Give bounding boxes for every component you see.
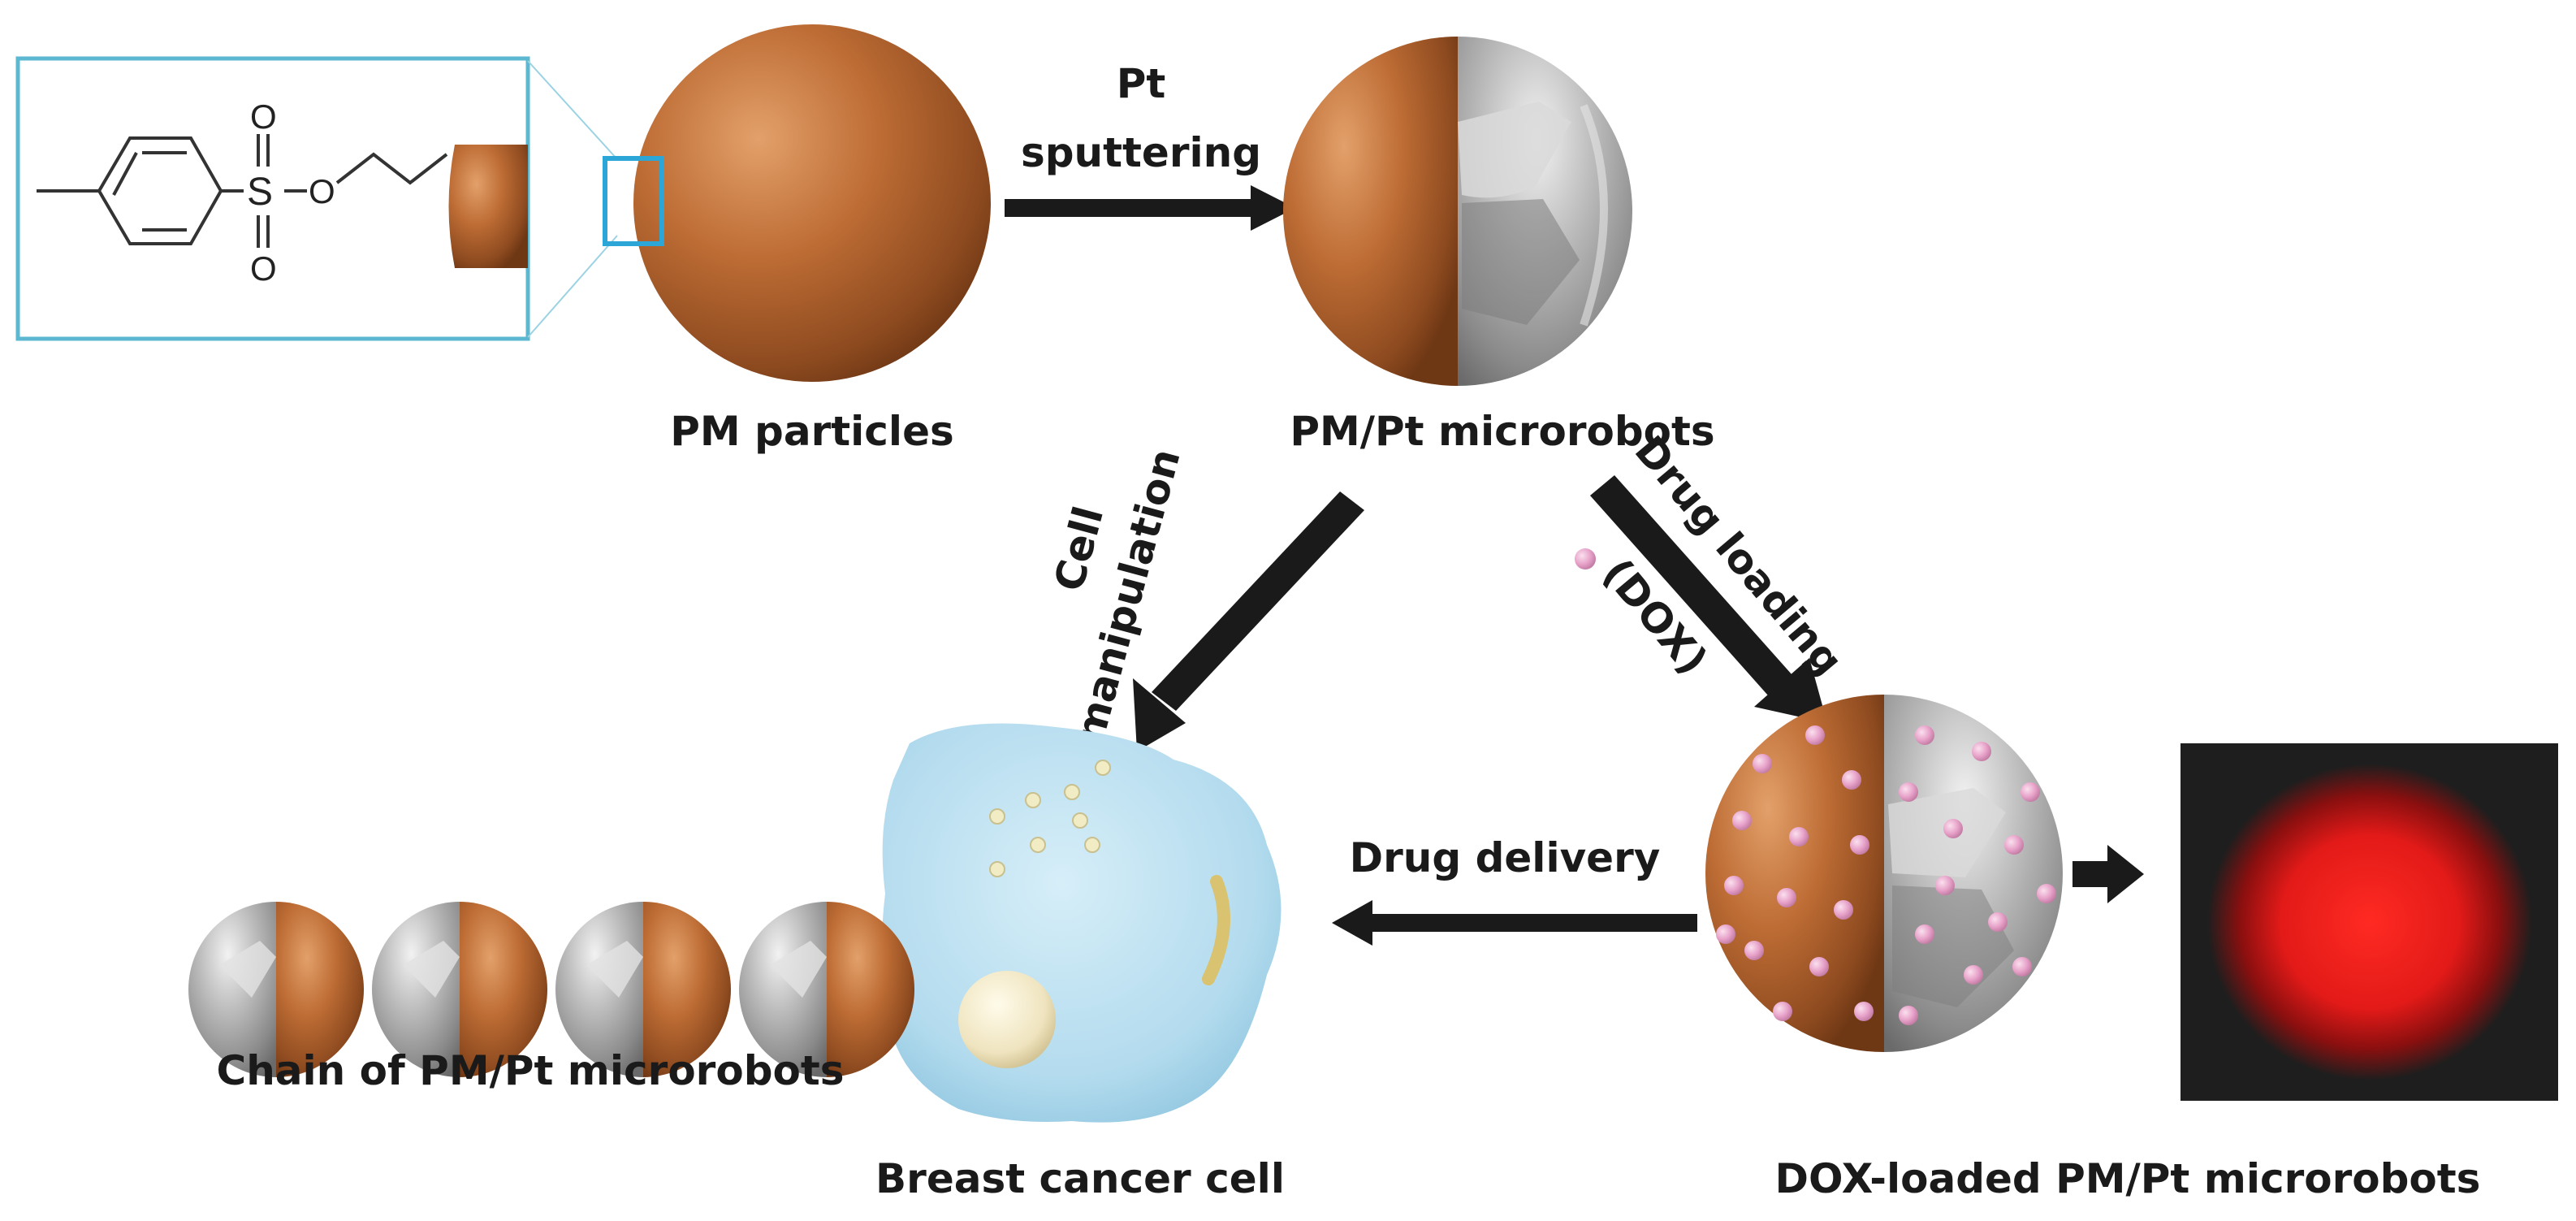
atom-s: S [247,171,273,214]
atom-o-bottom: O [250,249,277,288]
fluorescence-image [2181,743,2558,1101]
organelle [1202,875,1230,985]
atom-o-chain: O [309,172,335,210]
drug-loading-arrow [1590,475,1827,723]
zoom-box [603,156,664,246]
pt-sputtering-arrow [1005,185,1295,231]
label-drug-delivery: Drug delivery [1350,834,1661,881]
label-pt: Pt [1117,60,1166,107]
label-pm-particles: PM particles [670,408,954,455]
label-pm-pt-microrobots: PM/Pt microrobots [1290,408,1714,455]
nucleus [958,971,1056,1068]
label-sputtering: sputtering [1021,129,1261,176]
pm-pt-microrobot [1283,37,1632,386]
label-dox-loaded: DOX-loaded PM/Pt microrobots [1775,1155,2481,1202]
atom-o-top: O [250,97,277,136]
cell-manipulation-arrow [1133,491,1364,751]
fluorescence-arrow [2072,845,2144,903]
label-chain: Chain of PM/Pt microrobots [217,1047,845,1094]
drug-delivery-arrow [1332,900,1697,946]
dox-dots [1716,725,2056,1025]
surface-fragment [448,145,528,268]
pm-particle [603,24,991,382]
breast-cancer-cell [882,723,1282,1123]
label-breast-cancer-cell: Breast cancer cell [875,1155,1285,1202]
dox-molecule-icon [1575,548,1596,569]
dox-loaded-microrobot [1705,695,2063,1052]
label-cell: Cell [1045,501,1113,595]
chemical-structure-inset: S O O O [15,56,618,341]
